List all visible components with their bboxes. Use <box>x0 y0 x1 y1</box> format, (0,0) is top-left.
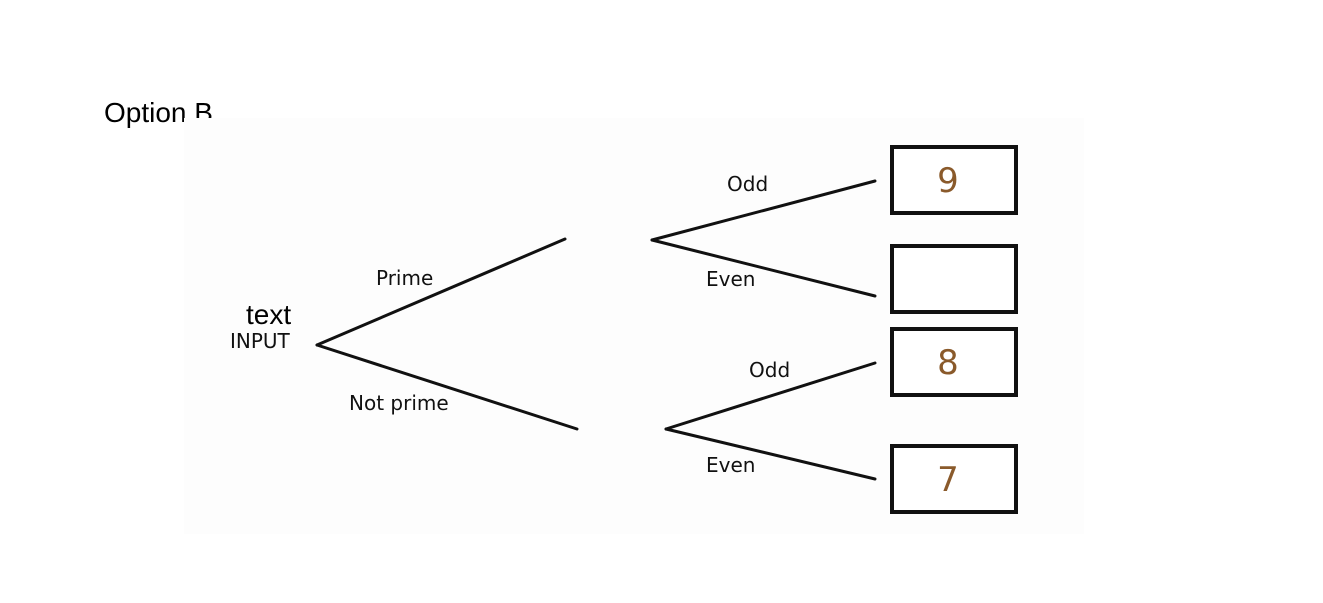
input-label: INPUT <box>230 329 291 353</box>
branch-not-prime <box>315 343 579 431</box>
outcome-box-1 <box>890 145 1018 215</box>
outcome-value-3: 8 <box>937 343 959 383</box>
branch-odd-bottom <box>664 361 877 431</box>
outcome-value-4: 7 <box>937 460 959 500</box>
label-odd-bottom: Odd <box>749 358 790 382</box>
branch-even-bottom <box>664 427 877 481</box>
label-odd-top: Odd <box>727 172 768 196</box>
outcome-box-4 <box>890 444 1018 514</box>
label-even-top: Even <box>706 267 755 291</box>
outcome-box-2 <box>890 244 1018 314</box>
branch-prime <box>315 237 567 347</box>
branch-odd-top <box>650 179 877 242</box>
label-prime: Prime <box>376 266 433 290</box>
label-not-prime: Not prime <box>349 391 449 415</box>
outcome-box-3 <box>890 327 1018 397</box>
branch-even-top <box>650 238 877 298</box>
outcome-value-1: 9 <box>937 161 959 201</box>
label-even-bottom: Even <box>706 453 755 477</box>
input-note: text <box>246 299 292 330</box>
